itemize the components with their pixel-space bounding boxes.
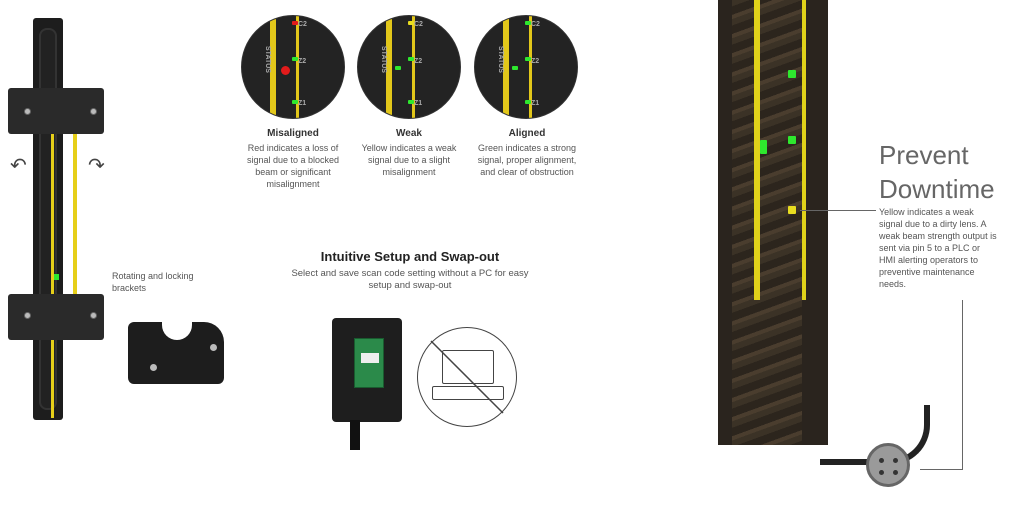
- setup-title: Intuitive Setup and Swap-out: [320, 249, 500, 264]
- yellow-stripe: [51, 88, 54, 418]
- brackets-caption: Rotating and locking brackets: [112, 271, 194, 293]
- bracket-detail-image: [128, 318, 224, 384]
- control-module-image: [332, 318, 402, 422]
- rotate-left-arrow-icon: ↶: [10, 153, 27, 177]
- rotate-right-arrow-icon: ↷: [88, 153, 105, 177]
- no-laptop-icon: [417, 327, 517, 427]
- misaligned-circle: STATUS C2 Z2 Z1: [241, 15, 345, 119]
- light-curtain-window: [39, 28, 57, 410]
- weak-circle: STATUS C2 Z2 Z1: [357, 15, 461, 119]
- callout-line: [800, 210, 876, 211]
- aligned-circle: STATUS C2 Z2 Z1: [474, 15, 578, 119]
- aligned-label: Aligned Green indicates a strong signal,…: [477, 128, 577, 177]
- yellow-stripe-right: [73, 90, 77, 340]
- setup-subtitle: Select and save scan code setting withou…: [291, 268, 529, 291]
- misaligned-label: Misaligned Red indicates a loss of signa…: [246, 128, 340, 189]
- callout-line-vertical: [962, 300, 963, 470]
- callout-line-horizontal: [920, 469, 963, 470]
- status-led-green: [54, 274, 59, 280]
- setup-section: Intuitive Setup and Swap-out Select and …: [290, 249, 530, 292]
- module-cable: [350, 420, 360, 450]
- prevent-downtime-title: Prevent Downtime: [879, 140, 995, 204]
- light-curtain-image: [33, 18, 63, 420]
- prevent-downtime-text: Yellow indicates a weak signal due to a …: [879, 207, 997, 289]
- weak-label: Weak Yellow indicates a weak signal due …: [361, 128, 457, 177]
- bracket-top: [8, 88, 104, 134]
- dirty-lens-photo: [718, 0, 828, 445]
- bracket-bottom: [8, 294, 104, 340]
- m12-connector: [866, 443, 910, 487]
